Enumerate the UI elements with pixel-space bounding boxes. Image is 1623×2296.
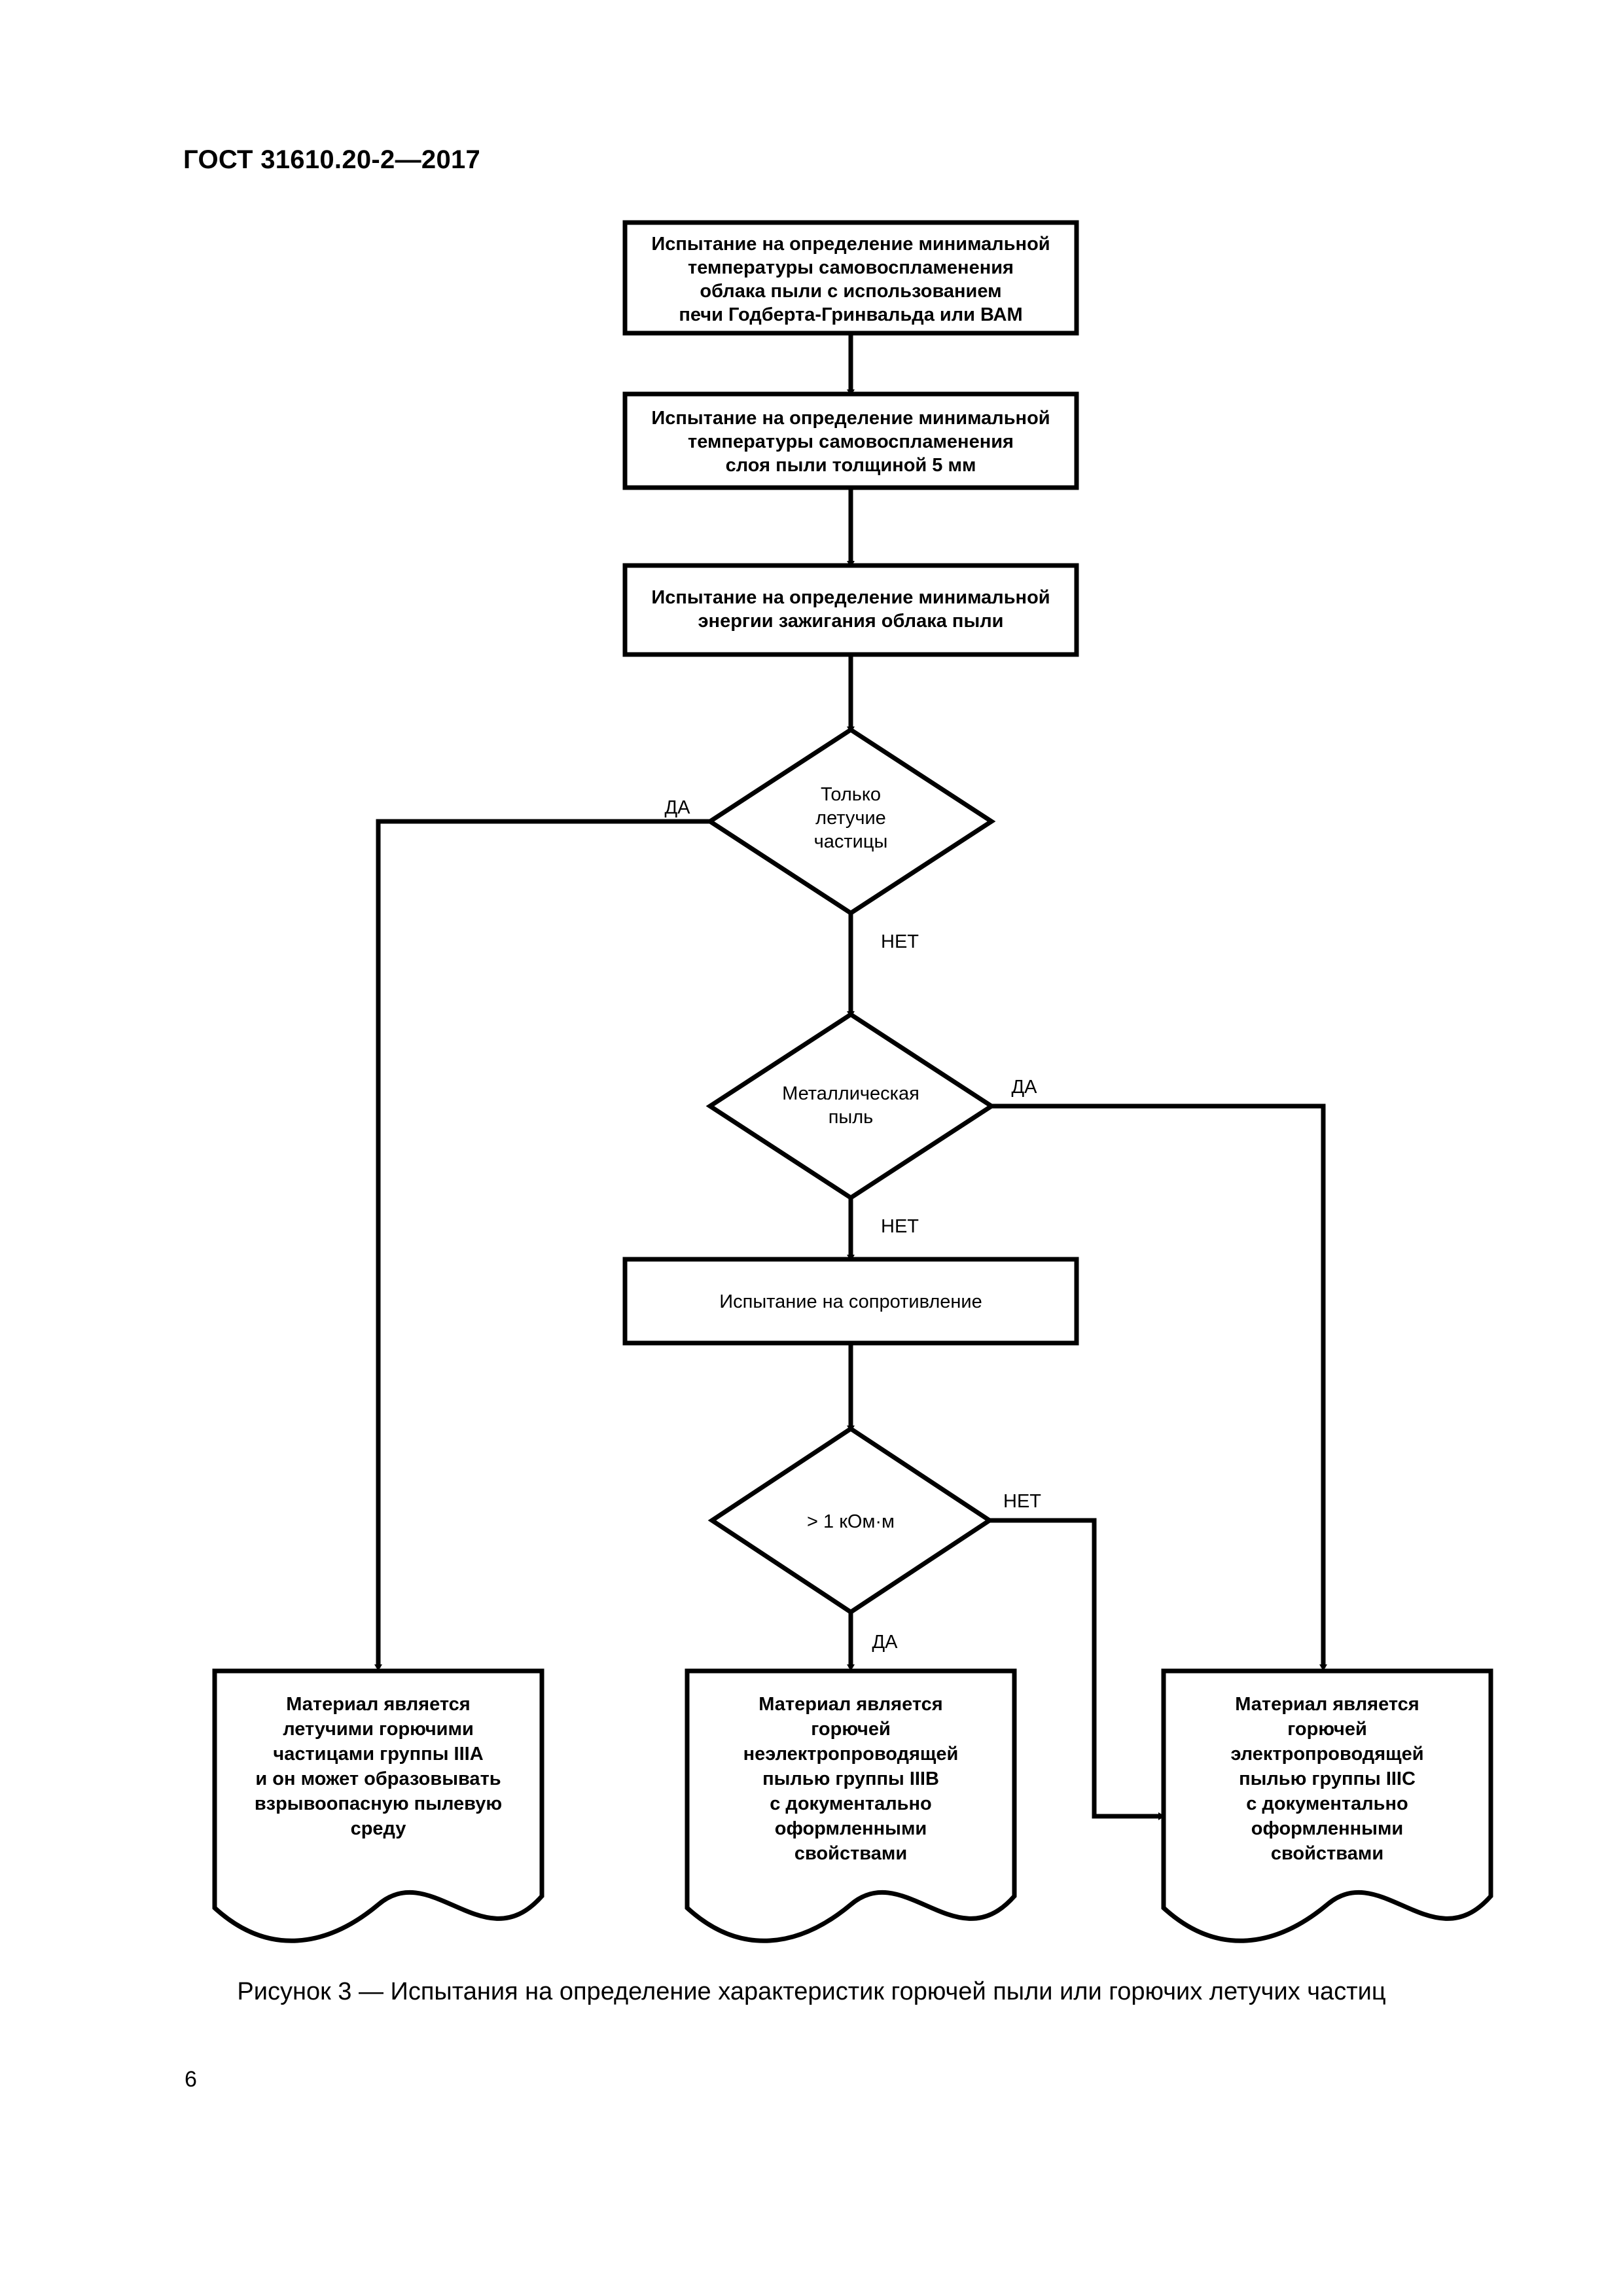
decision-2-no-label: НЕТ	[881, 1216, 919, 1237]
terminal-right-line4: пылью группы IIIC	[1239, 1768, 1416, 1789]
process-box-2-line2: температуры самовоспламенения	[688, 431, 1014, 452]
terminal-middle-line2: горючей	[811, 1719, 891, 1740]
terminal-left-line5: взрывоопасную пылевую	[255, 1793, 502, 1814]
decision-diamond-1	[705, 726, 996, 916]
terminal-left-line2: летучими горючими	[283, 1719, 474, 1740]
connector-d2-yes-terminal-right	[991, 1103, 1327, 1671]
decision-2-line1: Металлическая	[782, 1083, 919, 1104]
process-box-2	[622, 391, 1079, 490]
process-box-4	[622, 1257, 1079, 1346]
decision-1-line1: Только	[821, 784, 881, 805]
terminal-middle-line7: свойствами	[794, 1843, 907, 1864]
standard-header: ГОСТ 31610.20-2—2017	[183, 145, 481, 174]
terminal-middle-line3: неэлектропроводящей	[743, 1744, 959, 1765]
process-box-1-line2: температуры самовоспламенения	[688, 257, 1014, 278]
decision-1-yes-label: ДА	[665, 797, 691, 818]
terminal-right-line2: горючей	[1287, 1719, 1367, 1740]
terminal-right-line1: Материал является	[1235, 1694, 1419, 1715]
terminal-right-line6: оформленными	[1251, 1818, 1403, 1839]
connector-d3-no-terminal-right	[990, 1518, 1165, 1820]
page-number: 6	[185, 2067, 197, 2092]
terminal-right-line3: электропроводящей	[1230, 1744, 1423, 1765]
decision-3-line1: > 1 кОм·м	[807, 1511, 895, 1532]
terminal-left-line6: среду	[351, 1818, 406, 1839]
process-box-1-line1: Испытание на определение минимальной	[651, 234, 1050, 255]
process-box-3-line2: энергии зажигания облака пыли	[698, 611, 1004, 632]
terminal-right-line7: свойствами	[1271, 1843, 1383, 1864]
decision-2-line2: пыль	[829, 1107, 874, 1128]
terminal-box-right	[1161, 1668, 1493, 1943]
decision-3-no-label: НЕТ	[1003, 1491, 1041, 1512]
process-box-1-line3: облака пыли с использованием	[700, 281, 1001, 302]
process-box-1-line4: печи Годберта-Гринвальда или ВАМ	[679, 304, 1022, 325]
terminal-middle-line5: с документально	[770, 1793, 931, 1814]
figure-caption: Рисунок 3 — Испытания на определение хар…	[237, 1978, 1386, 2005]
terminal-middle-line4: пылью группы IIIB	[762, 1768, 939, 1789]
process-box-1	[622, 220, 1079, 336]
terminal-right-line5: с документально	[1246, 1793, 1408, 1814]
terminal-box-middle	[685, 1668, 1017, 1943]
decision-diamond-2	[705, 1011, 996, 1201]
decision-diamond-3	[707, 1426, 994, 1615]
terminal-middle-line6: оформленными	[775, 1818, 927, 1839]
terminal-left-line1: Материал является	[286, 1694, 470, 1715]
process-box-3	[622, 563, 1079, 657]
process-box-2-line3: слоя пыли толщиной 5 мм	[726, 455, 976, 476]
decision-2-yes-label: ДА	[1012, 1077, 1038, 1098]
process-box-2-line1: Испытание на определение минимальной	[651, 408, 1050, 429]
process-box-3-line1: Испытание на определение минимальной	[651, 587, 1050, 608]
decision-3-yes-label: ДА	[872, 1632, 899, 1653]
process-box-4-line1: Испытание на сопротивление	[719, 1291, 982, 1312]
decision-1-no-label: НЕТ	[881, 931, 919, 952]
connector-d1-yes-terminal-left	[374, 819, 710, 1671]
decision-1-line3: частицы	[814, 831, 888, 852]
decision-1-line2: летучие	[815, 808, 886, 829]
terminal-middle-line1: Материал является	[758, 1694, 942, 1715]
terminal-left-line3: частицами группы IIIA	[273, 1744, 483, 1765]
terminal-box-left	[212, 1668, 544, 1943]
terminal-left-line4: и он может образовывать	[255, 1768, 501, 1789]
